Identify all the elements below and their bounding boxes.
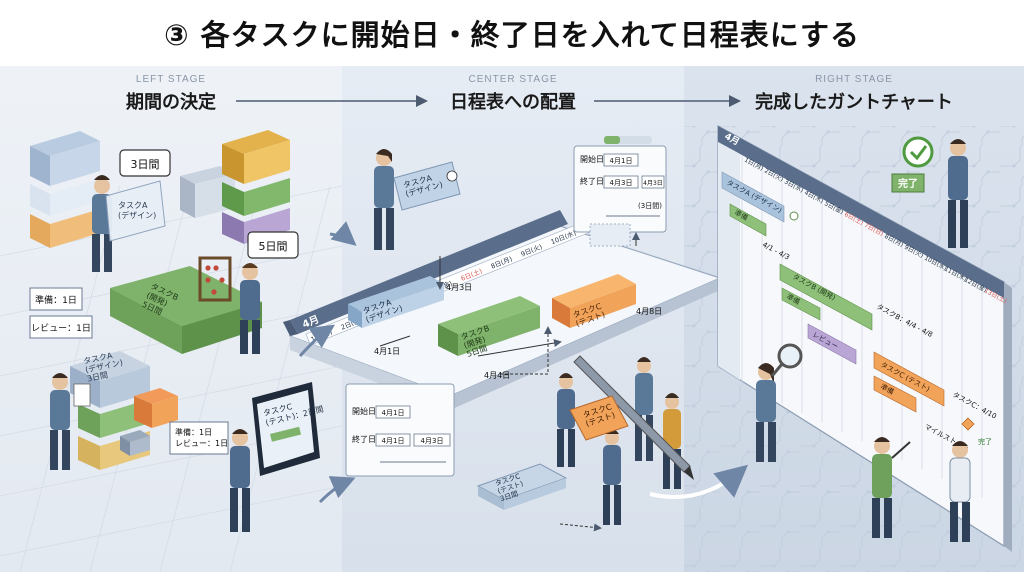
left-stage-title: 期間の決定 <box>126 92 216 113</box>
right-done-small: 完了 <box>978 437 992 446</box>
form-bottom-start-value: 4月1日 <box>382 409 405 417</box>
note-prep <box>29 287 83 311</box>
note-prep-review <box>169 421 229 455</box>
block-task-a-text: タスクA(デザイン)3日間 <box>83 349 126 383</box>
block-stack-right <box>180 130 290 244</box>
form-top-start-label: 開始日 <box>580 154 604 164</box>
bubble-3days <box>119 149 171 177</box>
card-person-task-a <box>393 161 461 211</box>
note-review-text: レビュー：1日 <box>31 323 91 334</box>
people-group-center <box>557 357 681 525</box>
center-bar-task-c-top <box>552 274 636 308</box>
center-stage-label: CENTER STAGE <box>468 74 558 85</box>
block-stack-bottom <box>70 351 178 470</box>
form-top-end-value: 4月3日 <box>610 179 633 187</box>
form-top-end-field-2[interactable] <box>641 175 665 189</box>
form-bottom-end-value: 4月1日 <box>382 437 405 445</box>
right-bar-task-c <box>873 351 945 407</box>
person-right-pen <box>872 437 911 538</box>
note-review <box>29 315 93 339</box>
block-stack-left <box>30 131 100 248</box>
center-label-apr4: 4月4日 <box>484 371 510 380</box>
form-bottom-end-field-2[interactable] <box>413 433 451 447</box>
card-group-task-c <box>569 395 629 441</box>
form-top-end-field[interactable] <box>603 175 639 189</box>
person-center-1 <box>374 149 394 250</box>
center-bar-task-b-top <box>438 296 540 334</box>
form-top-start-value: 4月1日 <box>610 157 633 165</box>
form-bottom-start-label: 開始日 <box>352 406 376 416</box>
bubble-5days-text: 5日間 <box>259 240 288 253</box>
tablet-task-a-text: タスクA(デザイン) <box>118 201 156 220</box>
person-left-4 <box>230 429 250 532</box>
right-bar-review <box>807 323 857 365</box>
check-icon <box>902 136 934 168</box>
platform-task-b-top <box>110 266 262 326</box>
right-stage-title: 完成したガントチャート <box>755 92 953 113</box>
center-bar-task-b-text: タスクB(開発)5日間 <box>460 324 497 359</box>
page-title: ③ 各タスクに開始日・終了日を入れて日程表にする <box>163 18 861 52</box>
right-stage-label: RIGHT STAGE <box>815 74 893 85</box>
form-top-duration: (3日間) <box>638 202 662 210</box>
diagram-illustration: 3日間 タスクA(デザイン) 5日間 <box>0 95 1024 572</box>
person-left-2 <box>240 263 260 354</box>
person-right-4 <box>949 441 971 542</box>
person-right-magnifier <box>756 343 803 462</box>
bubble-3days-text: 3日間 <box>131 158 160 171</box>
right-bar-task-a <box>721 171 785 223</box>
done-badge-text: 完了 <box>898 177 918 190</box>
form-bottom-end-label: 終了日 <box>352 434 376 444</box>
abacus <box>198 256 232 302</box>
person-right-arms-crossed <box>948 139 968 248</box>
note-prep-text: 準備：1日 <box>35 294 77 306</box>
center-stage-title: 日程表への配置 <box>450 92 576 113</box>
right-bar-task-b <box>779 263 873 331</box>
left-stage-label: LEFT STAGE <box>135 74 207 85</box>
form-top-end-value-2: 4月3日 <box>643 180 663 187</box>
person-left-3 <box>50 373 91 470</box>
form-card-bottom <box>345 383 455 477</box>
right-bar-prep-b <box>781 287 821 321</box>
done-badge <box>891 173 925 193</box>
right-gantt-board <box>717 124 1012 552</box>
form-top-start-field[interactable] <box>603 153 639 167</box>
form-card-top <box>573 136 667 233</box>
bubble-5days <box>247 231 299 259</box>
center-label-apr8: 4月8日 <box>636 307 662 316</box>
title-bar: ③ 各タスクに開始日・終了日を入れて日程表にする <box>0 0 1024 66</box>
right-bar-prep-a <box>729 203 767 237</box>
center-label-apr1: 4月1日 <box>374 347 400 356</box>
right-bar-prep-c <box>873 375 917 413</box>
form-bottom-end-value-2: 4月3日 <box>421 437 444 445</box>
form-top-end-label: 終了日 <box>580 176 604 186</box>
center-label-apr3: 4月3日 <box>446 283 472 292</box>
form-bottom-end-field[interactable] <box>375 433 411 447</box>
tablet-task-a <box>105 180 166 242</box>
milestone-diamond-icon <box>961 417 975 431</box>
form-bottom-start-field[interactable] <box>375 405 411 419</box>
note-prep-review-text: 準備：1日レビュー：1日 <box>175 427 228 448</box>
center-bar-task-a-top <box>348 276 444 312</box>
